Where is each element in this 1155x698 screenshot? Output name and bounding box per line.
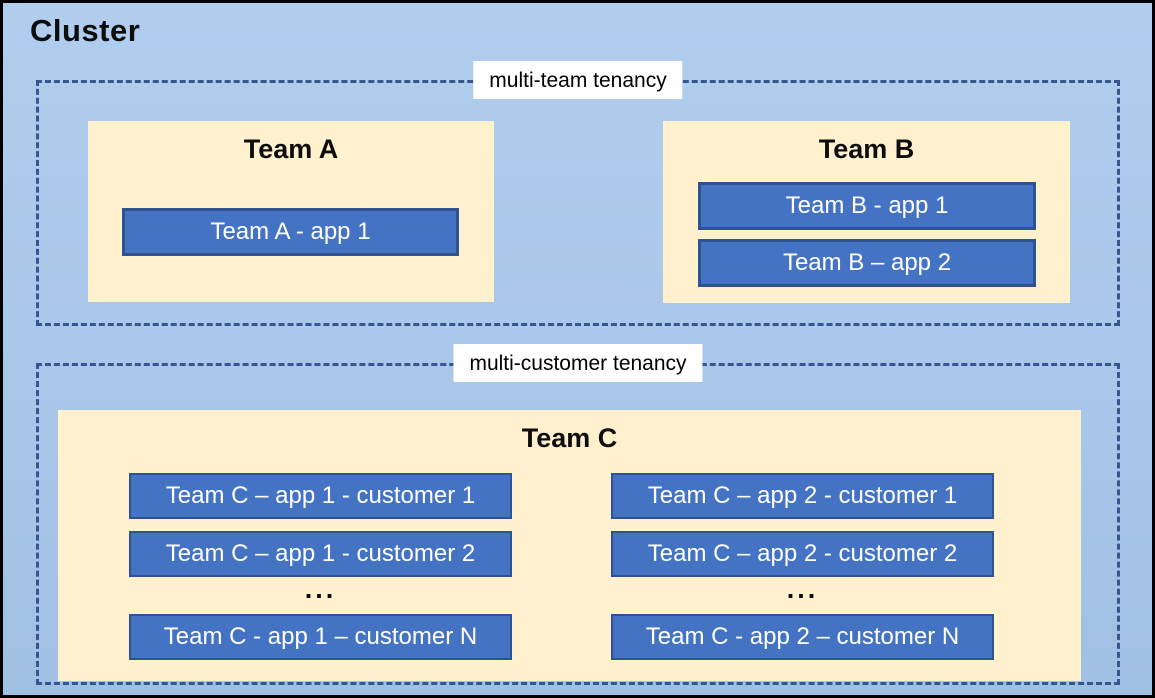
team-c-app-2-customer-1-box: Team C – app 2 - customer 1: [611, 473, 994, 519]
team-c-app-1-customer-2-box: Team C – app 1 - customer 2: [129, 531, 512, 577]
team-a-box: Team A Team A - app 1: [88, 121, 494, 302]
team-c-box: Team C Team C – app 1 - customer 1 Team …: [58, 410, 1081, 681]
team-c-app-2-customer-2-box: Team C – app 2 - customer 2: [611, 531, 994, 577]
team-c-app-2-ellipsis: ...: [786, 574, 819, 604]
team-c-title: Team C: [521, 423, 618, 453]
cluster-title: Cluster: [30, 13, 141, 48]
team-b-title: Team B: [818, 134, 915, 164]
multi-team-tenancy-group: multi-team tenancy Team A Team A - app 1…: [36, 61, 1120, 326]
team-c-app-2-customer-n-box: Team C - app 2 – customer N: [611, 614, 994, 660]
multi-customer-tenancy-label: multi-customer tenancy: [453, 344, 703, 382]
team-c-app-1-ellipsis: ...: [304, 574, 337, 604]
team-c-app-1-customer-1-box: Team C – app 1 - customer 1: [129, 473, 512, 519]
team-a-title: Team A: [243, 134, 339, 164]
team-c-app-1-customer-n-box: Team C - app 1 – customer N: [129, 614, 512, 660]
team-b-app-2-box: Team B – app 2: [698, 239, 1036, 287]
team-b-box: Team B Team B - app 1 Team B – app 2: [663, 121, 1070, 303]
team-b-app-1-box: Team B - app 1: [698, 182, 1036, 230]
multi-team-tenancy-label: multi-team tenancy: [473, 61, 683, 99]
team-a-app-1-box: Team A - app 1: [122, 208, 459, 256]
multi-customer-tenancy-group: multi-customer tenancy Team C Team C – a…: [36, 344, 1120, 685]
